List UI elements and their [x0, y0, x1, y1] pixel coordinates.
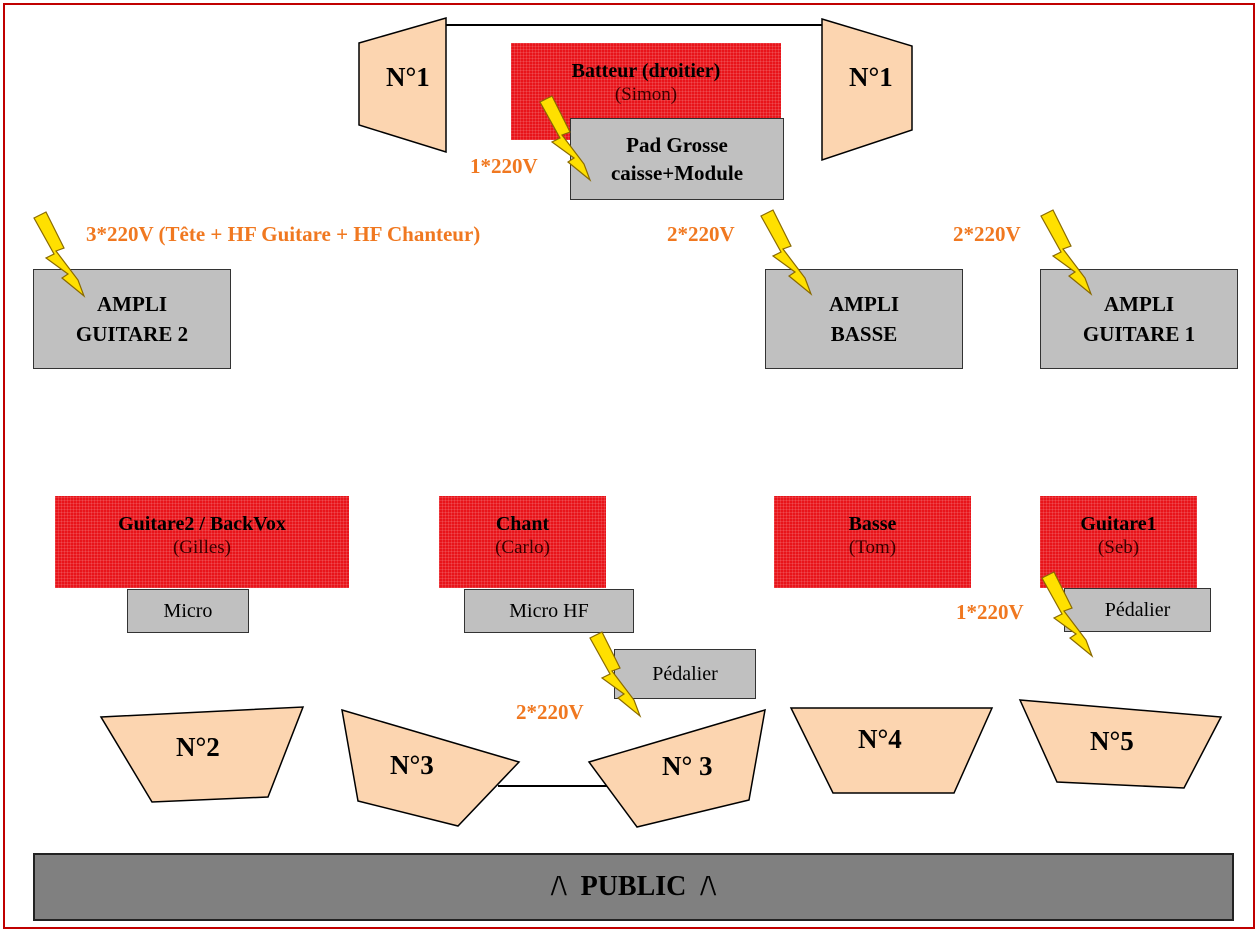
guitar1-title: Guitare1: [1080, 513, 1157, 535]
monitor-n1-right: [821, 17, 913, 162]
drummer-title: Batteur (droitier): [571, 60, 721, 82]
musician-guitar2: Guitare2 / BackVox (Gilles): [55, 496, 349, 588]
musician-guitar1: Guitare1 (Seb): [1040, 496, 1197, 588]
amp-guitar2-line1: AMPLI: [97, 292, 167, 316]
monitor-n4: [789, 707, 994, 794]
bass-name: (Tom): [848, 537, 897, 558]
musician-bass: Basse (Tom): [774, 496, 971, 588]
pedal-guitar1-box: Pédalier: [1064, 588, 1211, 632]
monitor-n3-right: [587, 708, 766, 828]
monitor-n2: [99, 706, 305, 803]
diagram-frame: [3, 3, 1255, 929]
monitor-n1-right-label: N°1: [849, 62, 893, 92]
power-drums: 1*220V: [470, 154, 538, 178]
power-guitar1: 1*220V: [956, 600, 1024, 624]
amp-guitar1: AMPLI GUITARE 1: [1040, 269, 1238, 369]
monitor-n3-left: [341, 708, 521, 827]
power-guitar2-amp: 3*220V (Tête + HF Guitare + HF Chanteur): [86, 222, 481, 246]
guitar1-name: (Seb): [1097, 537, 1140, 558]
pedal-vocals-box: Pédalier: [614, 649, 756, 699]
amp-guitar2: AMPLI GUITARE 2: [33, 269, 231, 369]
monitor-n4-label: N°4: [858, 724, 902, 754]
power-bass-amp: 2*220V: [667, 222, 735, 246]
monitor-n5: [1018, 699, 1223, 789]
bass-title: Basse: [848, 513, 897, 535]
monitor-n1-left-label: N°1: [386, 62, 430, 92]
micro-hf-box: Micro HF: [464, 589, 634, 633]
amp-bass-line2: BASSE: [830, 322, 898, 346]
monitor-n2-label: N°2: [176, 732, 220, 762]
vocals-name: (Carlo): [495, 537, 550, 558]
amp-guitar2-line2: GUITARE 2: [75, 322, 189, 346]
guitar2-name: (Gilles): [172, 537, 232, 558]
amp-bass-line1: AMPLI: [829, 292, 899, 316]
public-label: /\ PUBLIC /\: [551, 871, 716, 902]
power-vocals: 2*220V: [516, 700, 584, 724]
power-guitar1-amp: 2*220V: [953, 222, 1021, 246]
amp-bass: AMPLI BASSE: [765, 269, 963, 369]
monitor-n5-label: N°5: [1090, 726, 1134, 756]
pad-line2: caisse+Module: [610, 161, 744, 185]
vocals-title: Chant: [495, 513, 550, 535]
monitor-n3-left-label: N°3: [390, 750, 434, 780]
amp-guitar1-line2: GUITARE 1: [1082, 322, 1196, 346]
guitar2-title: Guitare2 / BackVox: [118, 513, 286, 535]
drummer-name: (Simon): [614, 84, 678, 105]
pad-module-box: Pad Grosse caisse+Module: [570, 118, 784, 200]
pad-line1: Pad Grosse: [626, 133, 728, 157]
monitor-n1-left: [358, 17, 447, 154]
amp-guitar1-line1: AMPLI: [1104, 292, 1174, 316]
musician-vocals: Chant (Carlo): [439, 496, 606, 588]
micro-box: Micro: [127, 589, 249, 633]
public-area: /\ PUBLIC /\: [33, 853, 1234, 921]
monitor-n3-right-label: N° 3: [662, 751, 713, 781]
